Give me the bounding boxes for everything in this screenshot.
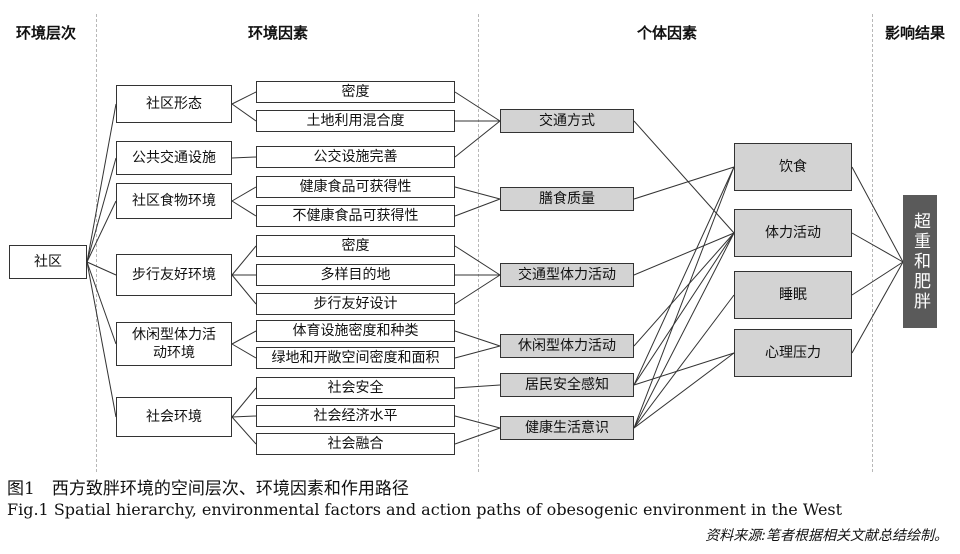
factor-density: 密度 [256, 81, 455, 103]
factor-socioeconomic: 社会经济水平 [256, 405, 455, 427]
header-environment-factors: 环境因素 [248, 24, 309, 42]
factor-unhealthy-food: 不健康食品可获得性 [256, 205, 455, 227]
env-food-environment: 社区食物环境 [116, 183, 232, 219]
individual-safety-perception: 居民安全感知 [500, 373, 634, 397]
separator-3 [872, 14, 873, 472]
community-box: 社区 [9, 245, 87, 279]
factor-social-integration: 社会融合 [256, 433, 455, 455]
result-obesity: 超重和肥胖 [903, 195, 937, 328]
outcome-stress: 心理压力 [734, 329, 852, 377]
individual-diet-quality: 膳食质量 [500, 187, 634, 211]
env-walkability: 步行友好环境 [116, 254, 232, 296]
individual-health-awareness: 健康生活意识 [500, 416, 634, 440]
factor-diverse-destinations: 多样目的地 [256, 264, 455, 286]
individual-leisure-activity: 休闲型体力活动 [500, 334, 634, 358]
caption-english: Fig.1 Spatial hierarchy, environmental f… [7, 500, 843, 519]
caption-chinese: 图1 西方致胖环境的空间层次、环境因素和作用路径 [7, 479, 409, 499]
separator-2 [478, 14, 479, 472]
factor-social-safety: 社会安全 [256, 377, 455, 399]
factor-walkable-design: 步行友好设计 [256, 293, 455, 315]
factor-healthy-food: 健康食品可获得性 [256, 176, 455, 198]
source-note: 资料来源:笔者根据相关文献总结绘制。 [705, 528, 948, 544]
factor-land-use-mix: 土地利用混合度 [256, 110, 455, 132]
header-level: 环境层次 [16, 24, 77, 42]
factor-density-walk: 密度 [256, 235, 455, 257]
factor-green-space: 绿地和开敞空间密度和面积 [256, 347, 455, 369]
individual-transport-activity: 交通型体力活动 [500, 263, 634, 287]
outcome-diet: 饮食 [734, 143, 852, 191]
header-outcome: 影响结果 [885, 24, 946, 42]
outcome-physical-activity: 体力活动 [734, 209, 852, 257]
env-public-transit: 公共交通设施 [116, 141, 232, 175]
header-individual-factors: 个体因素 [637, 24, 698, 42]
factor-transit-facilities: 公交设施完善 [256, 146, 455, 168]
env-social: 社会环境 [116, 397, 232, 437]
outcome-sleep: 睡眠 [734, 271, 852, 319]
factor-sports-facilities: 体育设施密度和种类 [256, 320, 455, 342]
individual-transport-mode: 交通方式 [500, 109, 634, 133]
env-community-form: 社区形态 [116, 85, 232, 123]
env-leisure-activity: 休闲型体力活动环境 [116, 322, 232, 366]
